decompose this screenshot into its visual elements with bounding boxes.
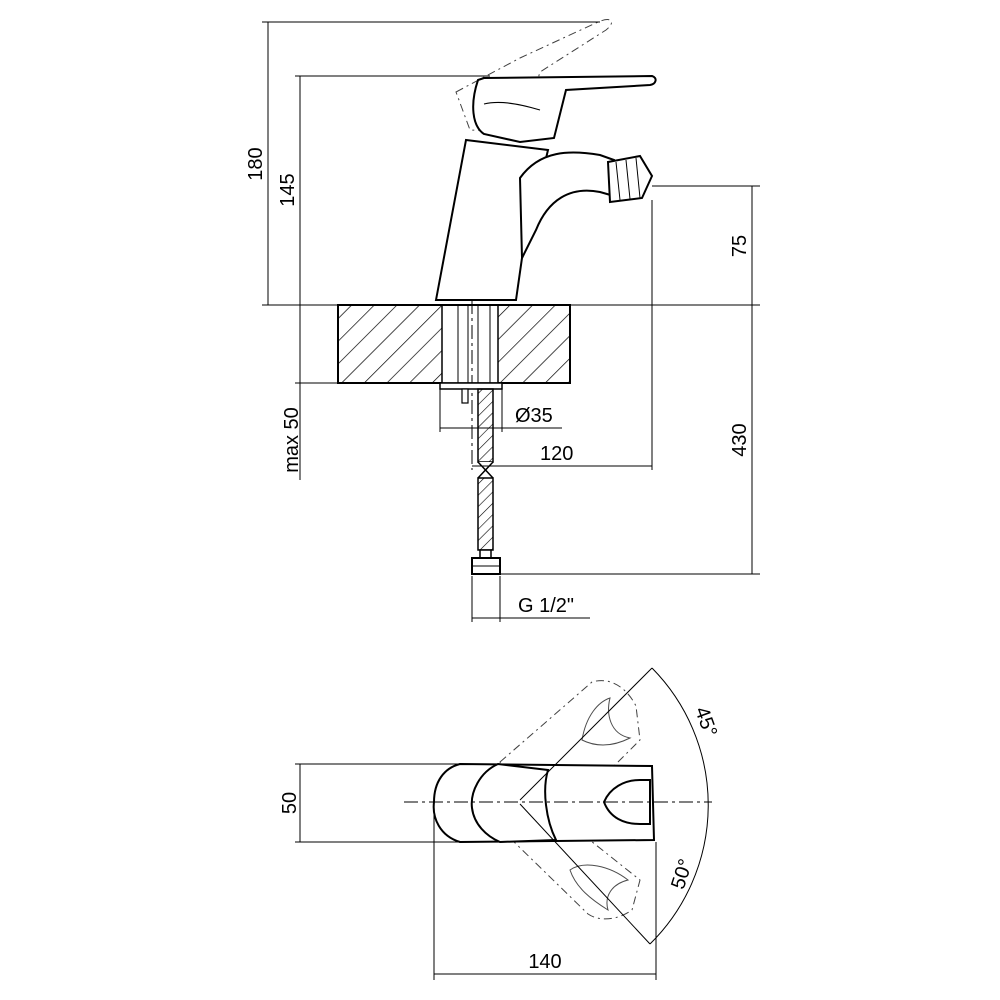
dim-spout-reach: 120 (540, 443, 573, 465)
flexible-hose (471, 388, 501, 575)
bidet-nozzle (606, 154, 654, 204)
dimension-lines (267, 22, 753, 619)
dim-hole-diameter: Ø35 (515, 405, 553, 427)
top-view: 50 140 45° 50° (279, 667, 721, 980)
extension-lines (262, 21, 760, 622)
top-dimension-lines (295, 763, 657, 980)
dim-top-width: 50 (279, 792, 301, 814)
faucet-top-outline (432, 762, 656, 844)
dim-top-length: 140 (528, 951, 561, 973)
dim-spout-height: 75 (729, 235, 751, 257)
faucet-body (434, 19, 657, 301)
countertop-section (337, 304, 571, 384)
dim-max-thickness: max 50 (281, 407, 303, 473)
side-view: 180 145 75 max 50 430 Ø35 120 G 1/2" (245, 19, 760, 622)
dim-body-height: 145 (277, 173, 299, 206)
dim-hose-length: 430 (729, 423, 751, 456)
dim-angle-lower: 50° (667, 856, 697, 892)
dim-connection-thread: G 1/2" (518, 595, 574, 617)
angle-geometry (404, 667, 712, 945)
dim-total-height: 180 (245, 147, 267, 180)
mounting-shank (439, 300, 503, 470)
